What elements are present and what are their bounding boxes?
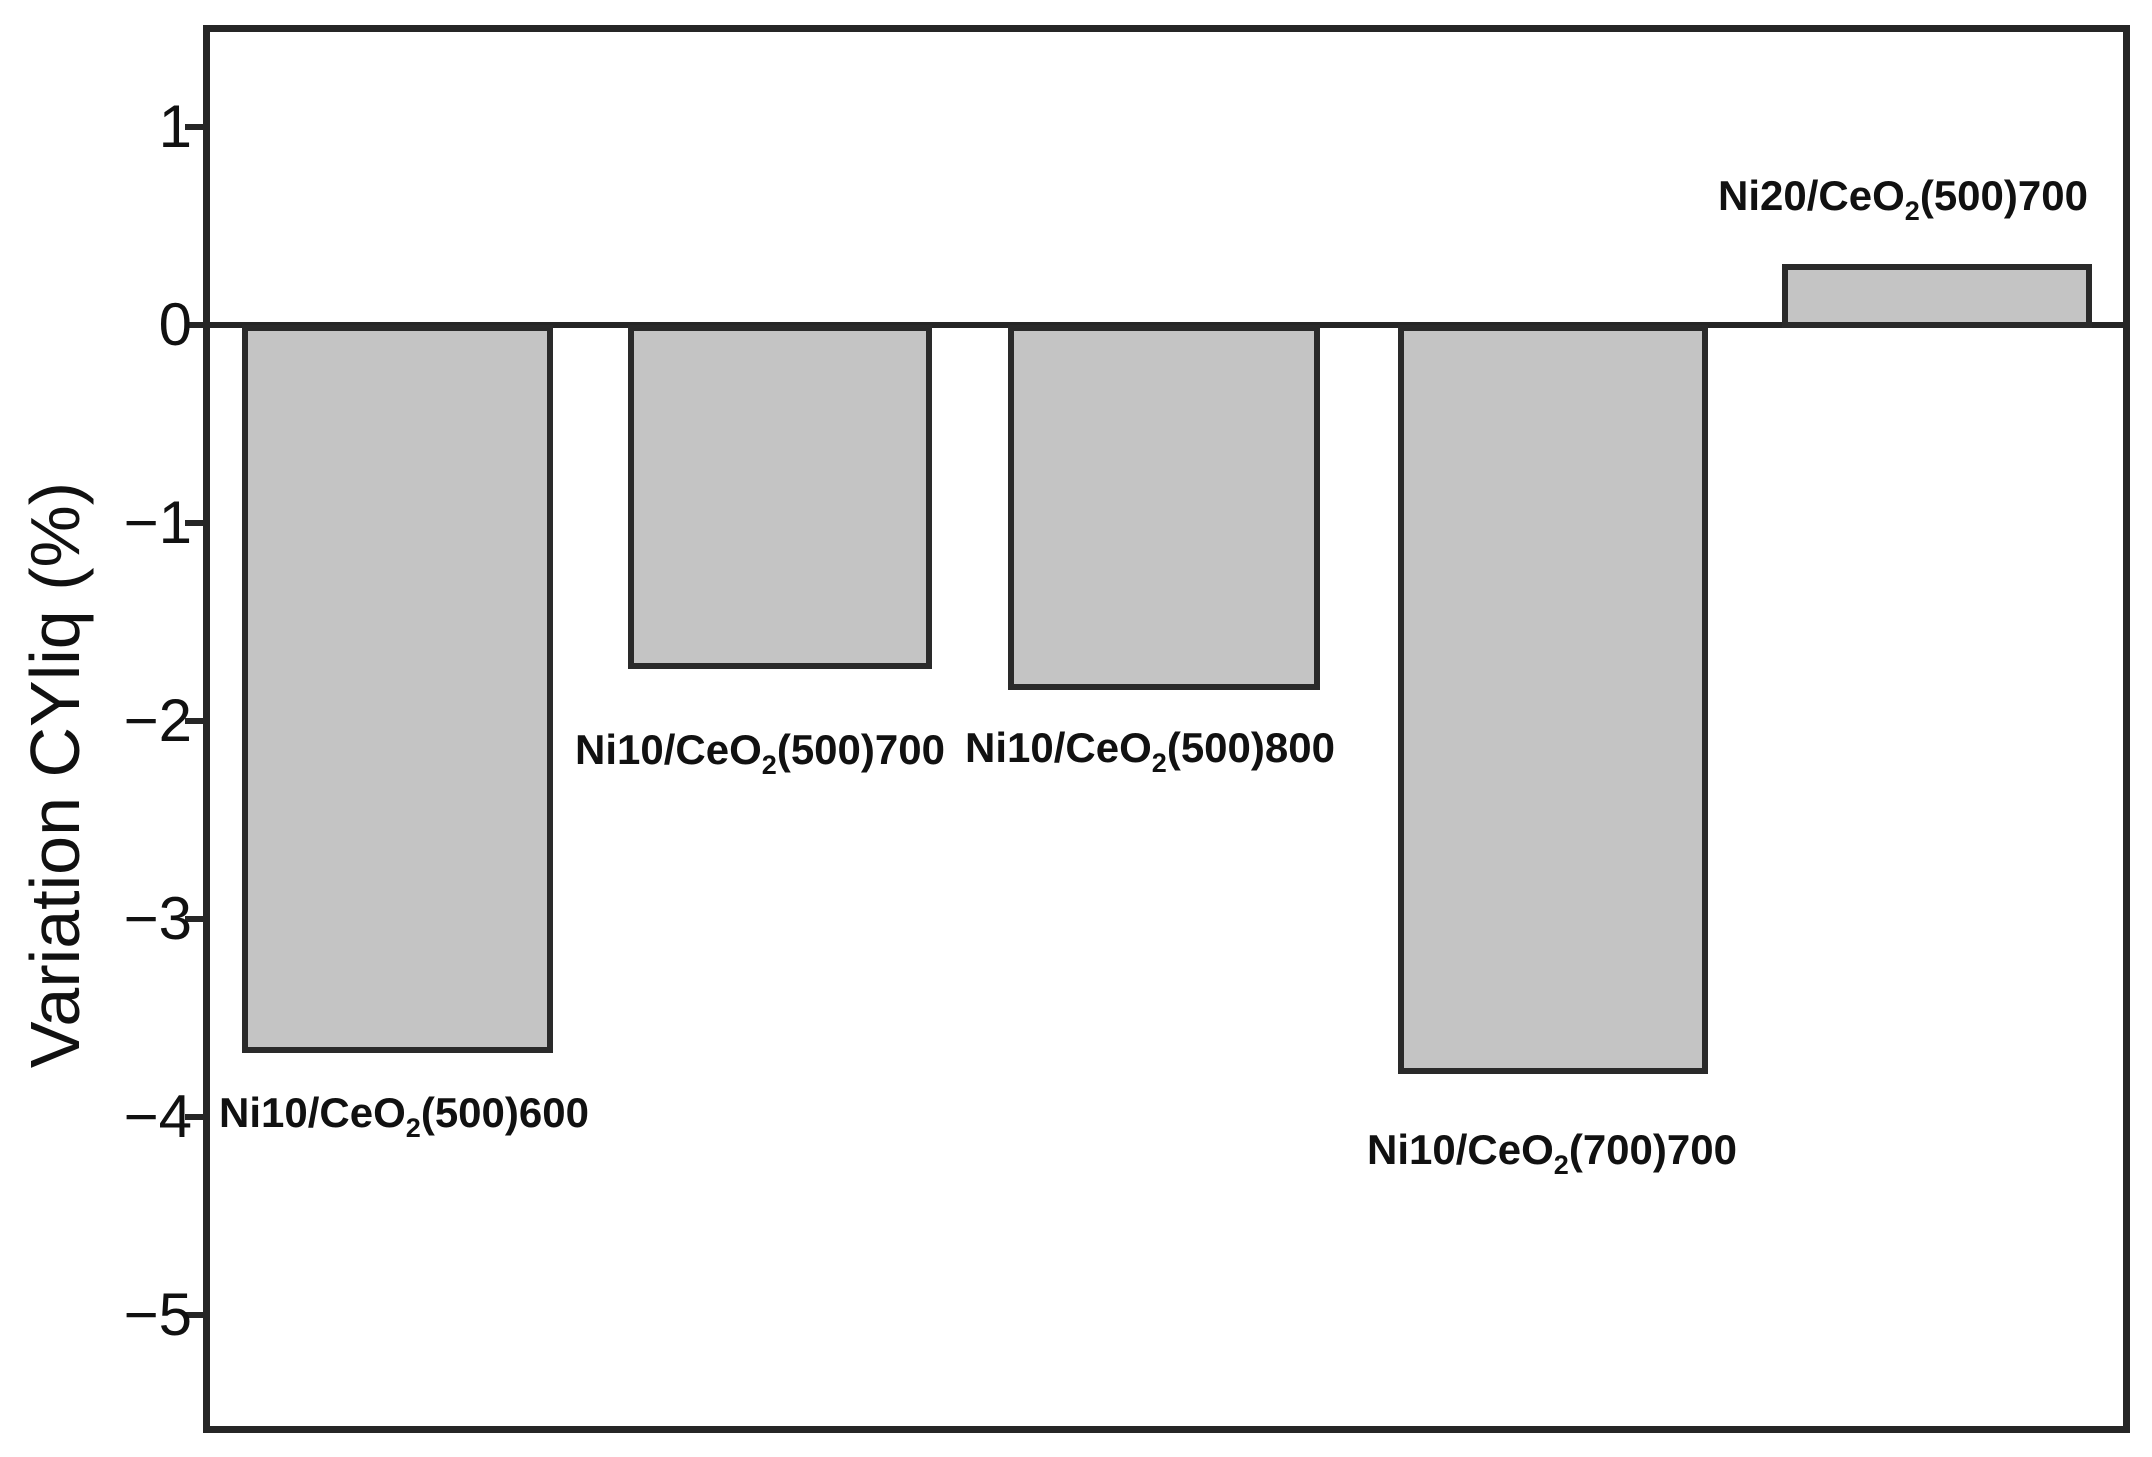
bar-label-text: (500)700 [1919,172,2088,219]
y-tick [185,1312,203,1318]
bar-label-text: Ni10/CeO [219,1089,406,1136]
bar-label: Ni10/CeO2(500)600 [54,1089,754,1152]
bar [628,325,932,669]
bar-label-subscript: 2 [1553,1150,1569,1180]
y-tick-label: −4 [123,1083,192,1150]
bar-label-text: Ni10/CeO [965,724,1152,771]
plot-area [203,25,2130,1433]
bar-label: Ni20/CeO2(500)700 [1553,172,2152,235]
y-tick-label: −3 [123,885,192,952]
y-axis-title: Variation CYliq (%) [16,481,94,1069]
bar [1782,264,2092,328]
bar-label-subscript: 2 [761,750,777,780]
y-tick [185,124,203,130]
y-tick [185,322,203,328]
y-tick [185,1114,203,1120]
y-tick-label: 0 [158,291,192,358]
bar-label-subscript: 2 [1151,748,1167,778]
bar-label: Ni10/CeO2(500)800 [800,724,1500,787]
bar [242,325,553,1053]
bar-label-text: (700)700 [1568,1126,1737,1173]
bar-label-text: Ni10/CeO [575,726,762,773]
bar-label: Ni10/CeO2(500)700 [410,726,1110,789]
y-tick-label: −1 [123,489,192,556]
bar-label-subscript: 2 [405,1113,421,1143]
y-tick [185,916,203,922]
bar-label-subscript: 2 [1904,196,1920,226]
bar-label: Ni10/CeO2(700)700 [1202,1126,1902,1189]
bar-label-text: Ni10/CeO [1367,1126,1554,1173]
y-tick [185,520,203,526]
y-tick-label: −5 [123,1281,192,1348]
bar-label-text: (500)800 [1166,724,1335,771]
bar-label-text: Ni20/CeO [1718,172,1905,219]
bar [1398,325,1708,1074]
y-tick [185,718,203,724]
bar [1008,325,1320,690]
y-tick-label: −2 [123,687,192,754]
y-tick-label: 1 [158,93,192,160]
bar-label-text: (500)600 [420,1089,589,1136]
bar-label-text: (500)700 [776,726,945,773]
